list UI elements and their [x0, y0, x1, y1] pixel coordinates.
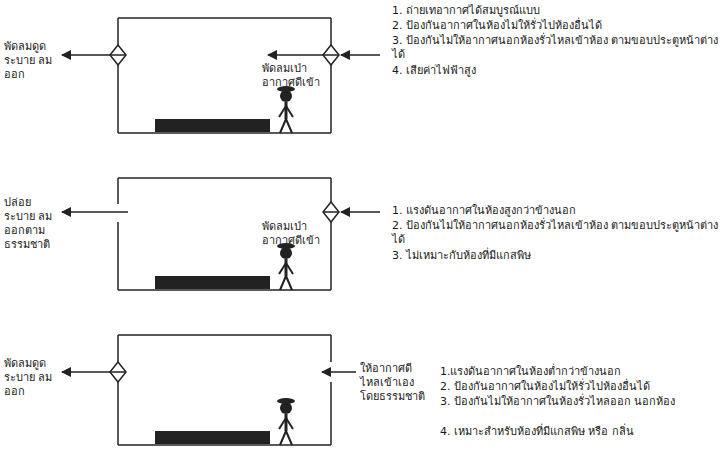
- fan-label: พัดลมดูด ระบาย ลมออก: [4, 357, 58, 399]
- bed: [155, 119, 270, 444]
- list-item: 2. ป้องกันอากาศในห้องไม่ให้รั่วไปห้องอื่…: [440, 380, 722, 394]
- list-item: 3. ป้องกันไม่ให้อากาศในห้องรั่วไหลออก นอ…: [440, 395, 722, 409]
- list-item: 1. ถ่ายเทอากาศได้สมบูรณ์แบบ: [392, 4, 722, 18]
- inlet-label: ให้อากาศดี ไหลเข้าเอง โดยธรรมชาติ: [360, 362, 434, 404]
- list-item: 2. ป้องกันไม่ให้อากาศนอกห้องรั่วไหลเข้าห…: [392, 219, 722, 247]
- list-item: 3. ป้องกันไม่ให้อากาศนอกห้องรั่วไหลเข้าห…: [392, 34, 722, 62]
- room-2: [62, 178, 380, 290]
- room-3: [62, 335, 356, 445]
- fan-label: พัดลมเป่า อากาศดีเข้า: [262, 220, 324, 248]
- list-item: 4. เสียค่าไฟฟ้าสูง: [392, 64, 722, 78]
- person-figure: [277, 86, 295, 445]
- list-item: 1.แรงดันอากาศในห้องต่ำกว่าข้างนอก: [440, 365, 722, 379]
- list-item: 4. เหมาะสำหรับห้องที่มีแกสพิษ หรือ กลิ่น: [440, 425, 722, 439]
- fan-label: พัดลมดูด ระบาย ลมออก: [4, 40, 58, 82]
- list-item: 2. ป้องกันอากาศในห้องไม่ให้รั่วไปห้องอื่…: [392, 19, 722, 33]
- list-item: 3. ไม่เหมาะกับห้องที่มีแกสพิษ: [392, 249, 722, 263]
- room-1: [62, 18, 380, 133]
- fan-label: พัดลมเป่า อากาศดีเข้า: [262, 62, 324, 90]
- list-item: 1. แรงดันอากาศในห้องสูงกว่าข้างนอก: [392, 204, 722, 218]
- outlet-label: ปล่อยระบาย ลมออกตาม ธรรมชาติ: [4, 196, 60, 252]
